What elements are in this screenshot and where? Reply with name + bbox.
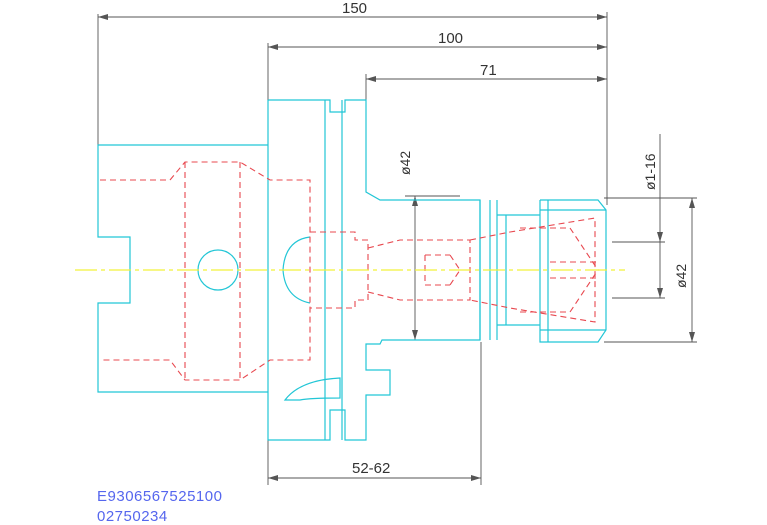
- dim-body-diameter: ø42: [397, 151, 413, 175]
- tool-outline: [97, 99, 607, 441]
- article-number: 02750234: [97, 508, 168, 525]
- dim-collet-length: 71: [480, 62, 497, 79]
- dim-overall-length: 150: [342, 0, 367, 17]
- order-number: E9306567525100: [97, 488, 223, 505]
- dim-nut-diameter: ø42: [673, 264, 689, 288]
- dim-clamping-range: ø1-16: [642, 153, 658, 190]
- dimension-lines: [97, 12, 697, 485]
- hidden-lines: [100, 161, 600, 381]
- dim-gauge-length: 100: [438, 30, 463, 47]
- dim-adjust-range: 52-62: [352, 460, 390, 477]
